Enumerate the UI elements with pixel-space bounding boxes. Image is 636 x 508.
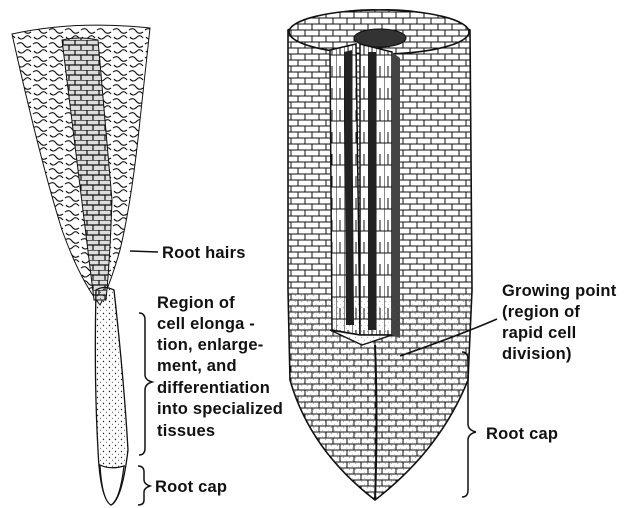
root-tip [100, 465, 124, 505]
region-line: ment, and [157, 356, 237, 377]
left-root-drawing [12, 25, 150, 505]
growing-point-line: (region of [502, 302, 580, 323]
growing-point-line: Growing point [502, 281, 616, 302]
region-line: cell elonga - [157, 314, 255, 335]
root-cap-right-label: Root cap [486, 424, 558, 445]
vascular-strand-dark-2 [368, 52, 376, 330]
cut-shadow-edge [392, 52, 400, 338]
region-line: Region of [157, 293, 235, 314]
right-root-cutaway [288, 10, 472, 500]
growing-point-line: rapid cell [502, 323, 576, 344]
root-cap-zone [288, 290, 472, 500]
root-hairs-label: Root hairs [162, 243, 246, 264]
root-hairs-leader [130, 251, 158, 252]
region-line: differentiation [157, 378, 270, 399]
region-line: tissues [157, 421, 215, 442]
root-cap-left-label: Root cap [155, 477, 227, 498]
growing-point-line: division) [502, 344, 572, 365]
region-brace [139, 313, 152, 455]
region-line: tion, enlarge- [157, 335, 263, 356]
root-cap-left-brace [138, 466, 150, 505]
region-line: into specialized [157, 399, 283, 420]
